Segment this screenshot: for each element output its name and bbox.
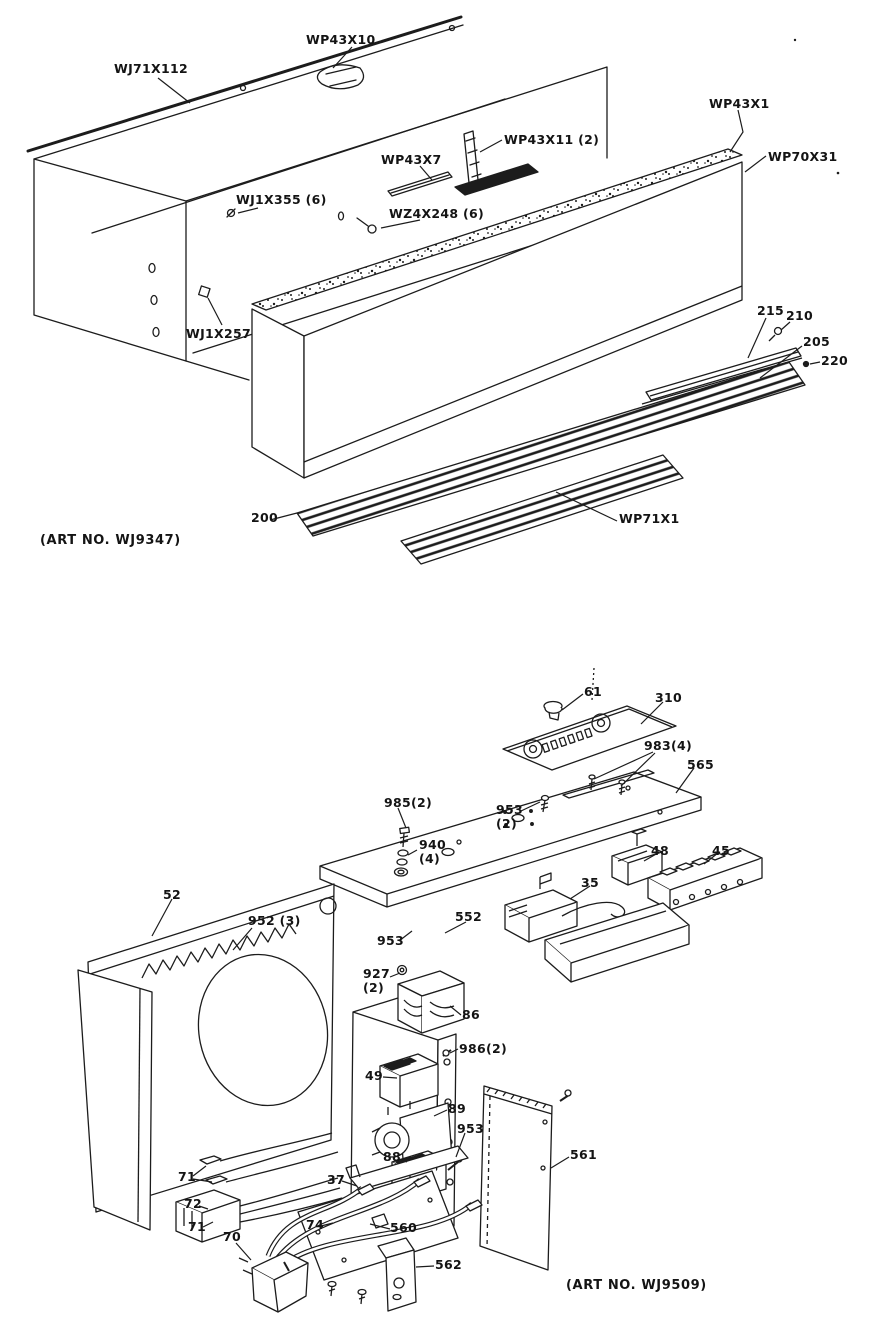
part-label: 86: [462, 1007, 480, 1022]
part-label: 205: [803, 334, 830, 349]
clip-wp43x10-drawing: [316, 64, 365, 90]
part-label: WJ71X112: [114, 61, 188, 76]
terminal-block-48-drawing: [611, 828, 663, 886]
part-label: WP43X10: [306, 32, 376, 47]
part-label: 565: [687, 757, 714, 772]
part-label: 562: [435, 1257, 462, 1272]
art-number: (ART NO. WJ9509): [566, 1278, 707, 1293]
part-label: 310: [655, 690, 682, 705]
part-label: 952 (3): [248, 913, 301, 928]
part-label: WP71X1: [619, 511, 680, 526]
part-label: 560: [390, 1220, 417, 1235]
part-label: 200: [251, 510, 278, 525]
grille-wp71x1-drawing: [400, 454, 684, 565]
part-label: 940 (4): [419, 837, 446, 866]
left-brace-drawing: [77, 969, 153, 1231]
part-label: 210: [786, 308, 813, 323]
part-label: WJ1X355 (6): [236, 192, 327, 207]
part-label: 37: [327, 1172, 345, 1187]
part-label: WJ1X257: [186, 326, 251, 341]
art-number: (ART NO. WJ9347): [40, 533, 181, 548]
part-label: 35: [581, 875, 599, 890]
side-panel-561-drawing: [479, 1085, 553, 1271]
part-label: 953: [377, 933, 404, 948]
part-label: 48: [651, 843, 669, 858]
part-label: 71: [188, 1219, 206, 1234]
part-label: 45: [712, 843, 730, 858]
screw-985-and-washers-940-drawing: [393, 826, 411, 877]
terminal-block-45-drawing: [647, 847, 763, 911]
part-label: 953: [457, 1121, 484, 1136]
part-label: 927 (2): [363, 966, 390, 995]
clip-220-drawing: [802, 360, 810, 368]
part-label: 561: [570, 1147, 597, 1162]
part-label: 552: [455, 909, 482, 924]
part-label: 953 (2): [496, 802, 523, 831]
part-label: 52: [163, 887, 181, 902]
screw-953-2-drawing: [540, 794, 550, 813]
screws-983-drawing: [588, 774, 626, 796]
part-label: 89: [448, 1101, 466, 1116]
front-housing-drawing: [251, 38, 840, 479]
part-label: 71: [178, 1169, 196, 1184]
part-label: WZ4X248 (6): [389, 206, 485, 221]
part-label: 74: [306, 1217, 324, 1232]
screw-wz4x248-drawing: [356, 217, 377, 234]
part-label: WP43X7: [381, 152, 442, 167]
wire-connectors-drawing: [175, 1132, 343, 1243]
part-label: 49: [365, 1068, 383, 1083]
solenoid-86-drawing: [396, 964, 465, 1034]
part-label: 215: [757, 303, 784, 318]
leader-lines-top: [157, 46, 821, 522]
knob-61-drawing: [543, 700, 563, 721]
grille-drawing: [296, 326, 810, 565]
part-label: 986(2): [459, 1041, 508, 1056]
part-label: WP70X31: [768, 149, 838, 164]
control-chassis-565-drawing: [319, 769, 702, 908]
part-label: 220: [821, 353, 848, 368]
serration-strip-952-drawing: [141, 923, 297, 979]
part-label: 70: [223, 1229, 241, 1244]
part-label: 88: [383, 1149, 401, 1164]
part-label: 983(4): [644, 738, 693, 753]
part-label: 72: [184, 1196, 202, 1211]
side-panel-52-drawing: [77, 883, 337, 1231]
control-panel-310-drawing: [502, 667, 677, 771]
relay-49-drawing: [379, 1053, 439, 1115]
part-label: 985(2): [384, 795, 433, 810]
bracket-562-drawing: [377, 1237, 417, 1312]
base-grille-200-drawing: [296, 361, 806, 537]
wall-case-drawing: [26, 15, 608, 381]
timer-35-drawing: [504, 872, 626, 943]
power-cord-70-drawing: [238, 1175, 483, 1313]
part-label: 61: [584, 684, 602, 699]
part-label: WP43X11 (2): [504, 132, 600, 147]
leader-lines-bottom: [151, 693, 719, 1268]
part-label: WP43X1: [709, 96, 770, 111]
screw-210-drawing: [768, 326, 783, 342]
